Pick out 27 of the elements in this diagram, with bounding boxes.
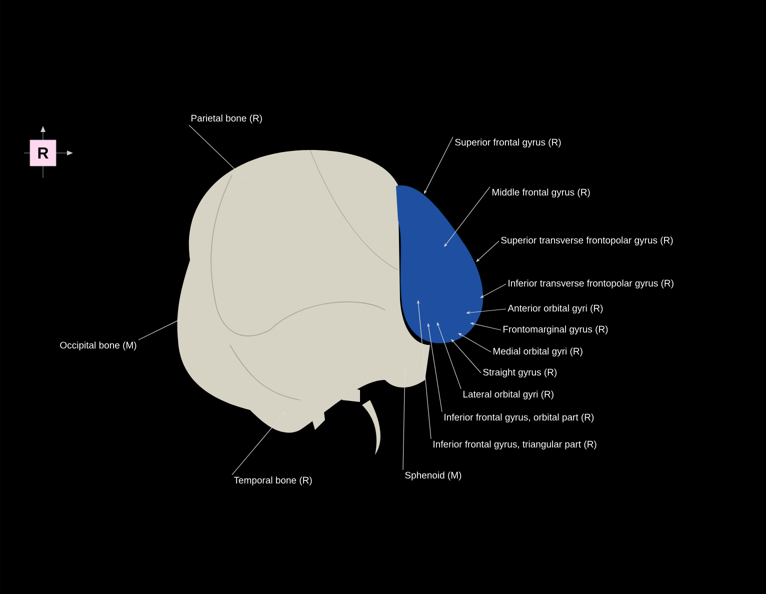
label: Occipital bone (M) <box>60 342 136 350</box>
label: Inferior frontal gyrus, orbital part (R) <box>444 414 594 422</box>
label: Superior transverse frontopolar gyrus (R) <box>501 236 673 246</box>
leader-line <box>458 333 492 352</box>
orientation-box: R <box>30 140 56 166</box>
label: Sphenoid (M) <box>405 472 462 480</box>
leader-line <box>424 136 454 194</box>
label: Middle frontal gyrus (R) <box>492 188 590 198</box>
label: Lateral orbital gyri (R) <box>463 390 554 400</box>
label: Anterior orbital gyri (R) <box>508 304 603 314</box>
brain-drawing <box>396 185 484 344</box>
label: Inferior frontal gyrus, triangular part (R) <box>434 440 596 450</box>
label: Medial orbital gyri (R) <box>493 348 582 356</box>
label: Inferior transverse frontopolar gyrus (R) <box>508 280 674 288</box>
label: Temporal bone (R) <box>234 476 312 486</box>
leader-line <box>232 411 286 476</box>
leader-line <box>188 124 244 178</box>
label: Straight gyrus (R) <box>483 368 557 378</box>
label: Superior frontal gyrus (R) <box>455 138 561 148</box>
leader-line <box>444 186 490 247</box>
leader-line <box>476 240 500 262</box>
label: Parietal bone (R) <box>192 114 262 124</box>
leader-line <box>480 284 506 298</box>
label: Frontomarginal gyrus (R) <box>503 326 608 334</box>
leader-line <box>138 319 181 340</box>
leader-line <box>451 339 482 374</box>
skull-drawing <box>177 150 430 455</box>
